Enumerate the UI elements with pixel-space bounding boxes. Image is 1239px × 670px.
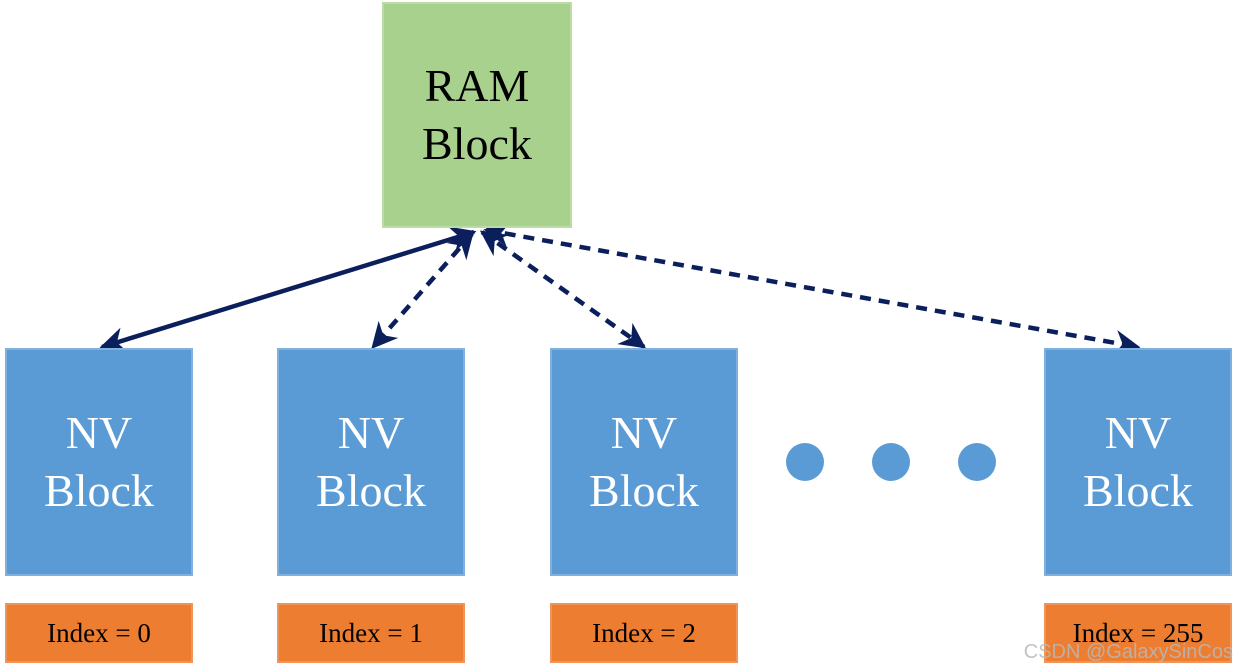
nv-block-label-line2: Block bbox=[316, 465, 426, 516]
ram-block-label-line1: RAM bbox=[424, 60, 530, 111]
nv-block-label-line1: NV bbox=[337, 407, 405, 458]
arrow-ram-to-nv-2 bbox=[479, 230, 647, 349]
nv-block-label-line2: Block bbox=[1083, 465, 1193, 516]
ellipsis-dot bbox=[958, 443, 996, 481]
ram-block-label-line2: Block bbox=[422, 118, 532, 169]
nv-block-255: NV Block bbox=[1044, 348, 1232, 576]
index-label-0: Index = 0 bbox=[5, 603, 193, 663]
arrow-ram-to-nv-1 bbox=[371, 232, 474, 349]
nv-block-label-line1: NV bbox=[1104, 407, 1172, 458]
nv-block-label-line2: Block bbox=[44, 465, 154, 516]
ellipsis-dot bbox=[872, 443, 910, 481]
arrow-ram-to-nv-255 bbox=[483, 221, 1141, 356]
nv-block-label-line1: NV bbox=[610, 407, 678, 458]
index-label-1: Index = 1 bbox=[277, 603, 465, 663]
index-label-2: Index = 2 bbox=[550, 603, 738, 663]
watermark-text: CSDN @GalaxySinCos bbox=[1023, 641, 1233, 663]
ellipsis-dot bbox=[786, 443, 824, 481]
index-label-255: Index = 255 bbox=[1044, 603, 1232, 663]
nv-block-0: NV Block bbox=[5, 348, 193, 576]
nv-block-label-line1: NV bbox=[65, 407, 133, 458]
nv-block-label-line2: Block bbox=[589, 465, 699, 516]
nv-block-1: NV Block bbox=[277, 348, 465, 576]
arrow-ram-to-nv-0 bbox=[99, 226, 477, 353]
nv-block-2: NV Block bbox=[550, 348, 738, 576]
ram-block: RAM Block bbox=[382, 2, 572, 228]
